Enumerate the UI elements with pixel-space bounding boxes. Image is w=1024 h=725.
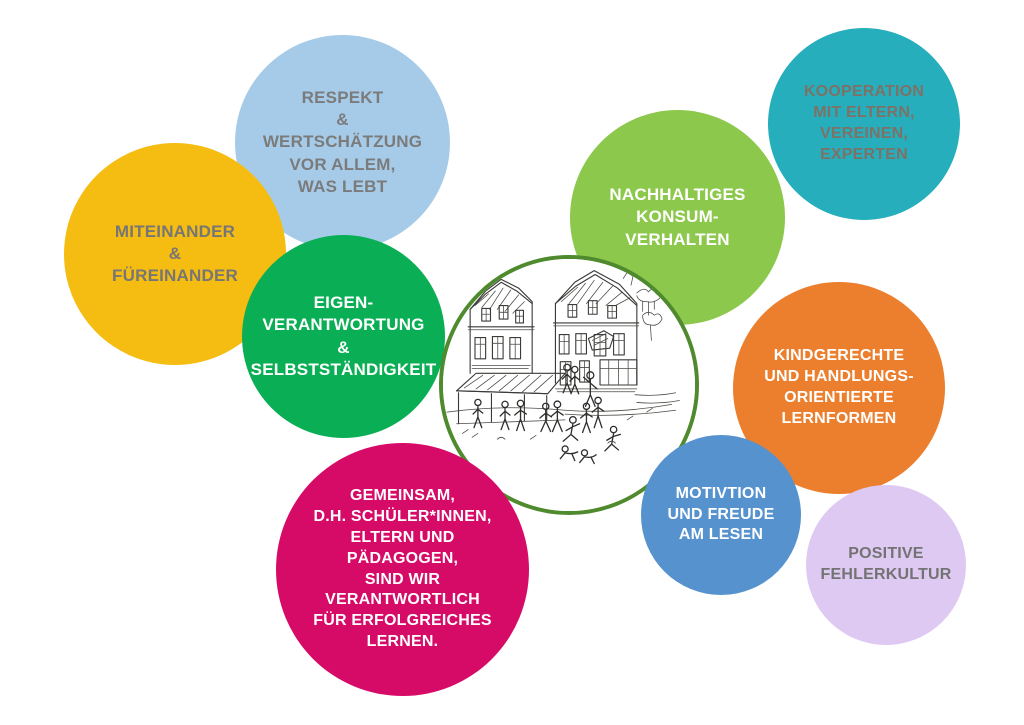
pencil-texture (461, 407, 653, 444)
child-figure (569, 365, 581, 395)
child-figure (582, 371, 598, 407)
schoolyard-ground (446, 392, 680, 416)
bubble-eigenverantwortung-selbststaendigkeit-label: EIGEN- VERANTWORTUNG & SELBSTSTÄNDIGKEIT (250, 293, 437, 379)
child-figure (561, 363, 573, 394)
bubble-miteinander-fuereinander-label: MITEINANDER & FÜREINANDER (112, 221, 238, 286)
bubble-motivation-freude-am-lesen-label: MOTIVTION UND FREUDE AM LESEN (667, 484, 775, 544)
tree-shrub (642, 311, 663, 341)
child-figure (499, 400, 511, 431)
bubble-gemeinsam-verantwortlich-lernen[interactable]: GEMEINSAM, D.H. SCHÜLER*INNEN, ELTERN UN… (276, 443, 529, 696)
bubble-eigenverantwortung-selbststaendigkeit[interactable]: EIGEN- VERANTWORTUNG & SELBSTSTÄNDIGKEIT (242, 235, 445, 438)
bubble-motivation-freude-am-lesen[interactable]: MOTIVTION UND FREUDE AM LESEN (641, 435, 801, 595)
left-building (467, 278, 535, 374)
child-figure (579, 402, 593, 434)
children-figures (472, 363, 622, 465)
school-building-sketch-svg (443, 259, 695, 511)
bubble-positive-fehlerkultur-label: POSITIVE FEHLERKULTUR (820, 545, 952, 583)
child-figure (472, 398, 484, 429)
bubble-positive-fehlerkultur[interactable]: POSITIVE FEHLERKULTUR (806, 485, 966, 645)
seated-children-figures (559, 445, 597, 465)
bubble-kindgerechte-handlungsorientierte-lernformen[interactable]: KINDGERECHTE UND HANDLUNGS- ORIENTIERTE … (733, 282, 945, 494)
bubble-kooperation-eltern-vereine-experten-label: KOOPERATION MIT ELTERN, VEREINEN, EXPERT… (803, 83, 925, 163)
bubble-kooperation-eltern-vereine-experten[interactable]: KOOPERATION MIT ELTERN, VEREINEN, EXPERT… (768, 28, 960, 220)
bubble-kindgerechte-handlungsorientierte-lernformen-label: KINDGERECHTE UND HANDLUNGS- ORIENTIERTE … (764, 347, 914, 427)
bubble-gemeinsam-verantwortlich-lernen-label: GEMEINSAM, D.H. SCHÜLER*INNEN, ELTERN UN… (313, 487, 492, 650)
child-figure (591, 396, 605, 429)
child-figure (539, 402, 553, 433)
child-figure (514, 399, 528, 432)
center-illustration (439, 255, 699, 515)
bubble-nachhaltiges-konsumverhalten-label: NACHHALTIGES KONSUM- VERHALTEN (609, 185, 746, 249)
running-child-figure (562, 415, 581, 442)
child-figure (550, 400, 564, 433)
running-child-figure (604, 425, 622, 452)
bubble-respekt-wertschaetzung-label: RESPEKT & WERTSCHÄTZUNG VOR ALLEM, WAS L… (262, 88, 423, 196)
